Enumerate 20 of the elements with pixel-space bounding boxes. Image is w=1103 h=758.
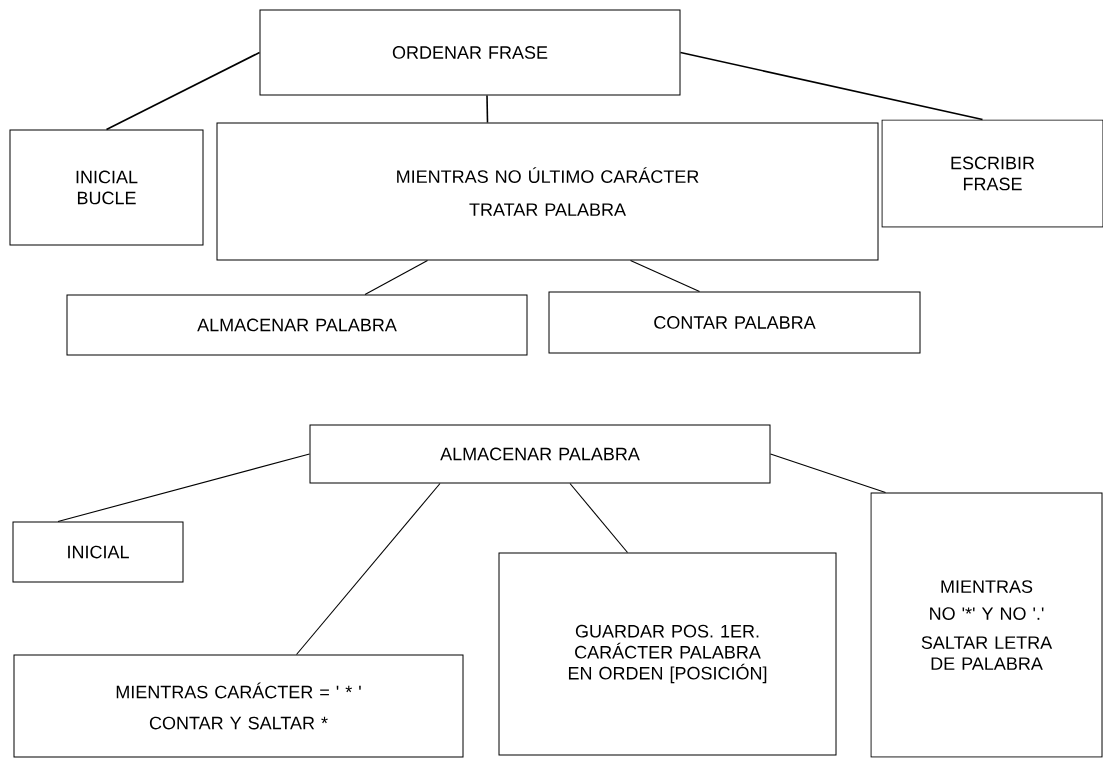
- connector-line: [57, 453, 311, 523]
- process-box: ESCRIBIR FRASE: [881, 119, 1103, 228]
- connector-line: [679, 51, 984, 121]
- process-box: ALMACENAR PALABRA: [309, 424, 771, 484]
- process-box: INICIAL: [12, 521, 184, 583]
- process-box: MIENTRAS CARÁCTER = ' * ' CONTAR Y SALTAR *: [13, 654, 464, 758]
- connector-line: [105, 51, 261, 131]
- connector-line: [629, 259, 701, 293]
- process-box: GUARDAR POS. 1ER. CARÁCTER PALABRA EN ORDEN [POSICIÓN]: [498, 552, 837, 756]
- process-box: MIENTRAS NO ÚLTIMO CARÁCTER TRATAR PALABRA: [216, 122, 879, 261]
- process-box: ORDENAR FRASE: [259, 9, 681, 96]
- connector-line: [569, 482, 629, 554]
- process-box: INICIAL BUCLE: [9, 129, 204, 246]
- connector-line: [364, 259, 429, 296]
- connector-line: [486, 94, 489, 124]
- process-box: MIENTRAS NO '*' Y NO '.' SALTAR LETRA DE PALABRA: [870, 492, 1103, 758]
- connector-line: [295, 482, 441, 656]
- process-box: CONTAR PALABRA: [548, 291, 921, 354]
- connector-line: [769, 453, 887, 494]
- process-box: ALMACENAR PALABRA: [66, 294, 528, 356]
